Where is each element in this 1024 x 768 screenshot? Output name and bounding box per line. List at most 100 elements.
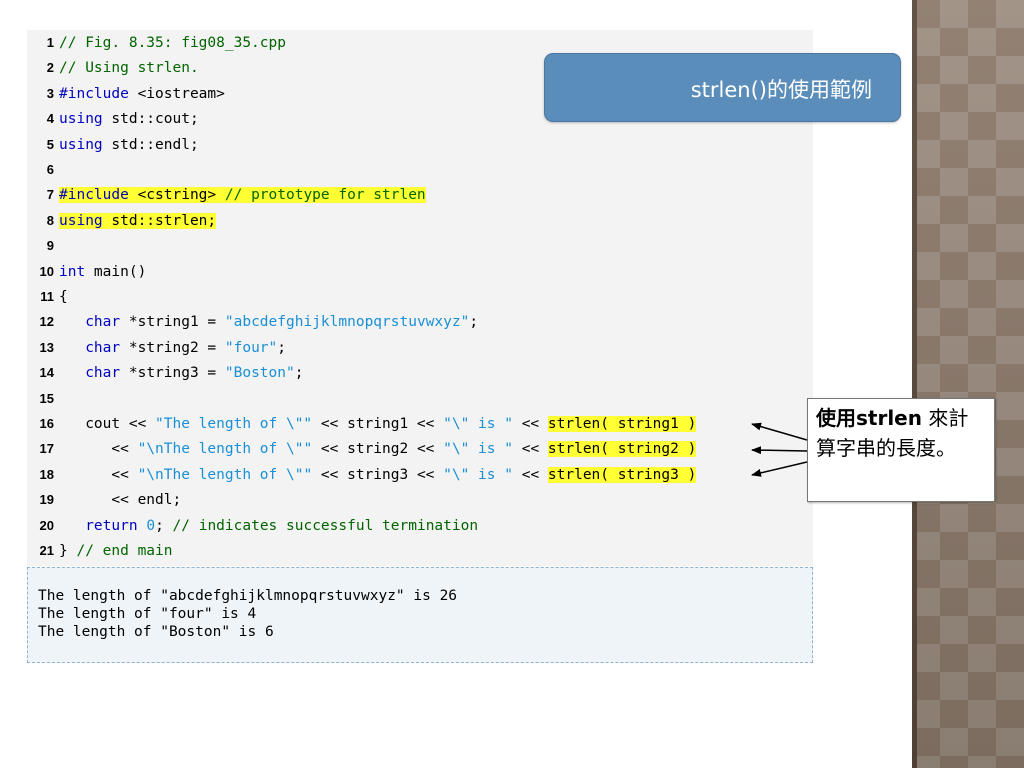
code-line: 19 << endl;: [27, 488, 182, 512]
code-token: using: [59, 136, 103, 153]
code-token: std::endl;: [102, 136, 199, 153]
code-line: 2 // Using strlen.: [27, 56, 199, 80]
line-number: 15: [39, 390, 54, 406]
code-token: using: [59, 212, 103, 229]
line-number: 13: [39, 339, 54, 355]
code-line: 1 // Fig. 8.35: fig08_35.cpp: [27, 31, 286, 55]
code-token: << string1 <<: [312, 416, 444, 432]
code-token: ;: [469, 314, 479, 331]
line-number: 12: [39, 314, 54, 330]
code-token: << string2 <<: [312, 441, 444, 458]
line-number: 1: [46, 35, 54, 50]
line-number: 17: [39, 441, 54, 457]
code-token: char: [85, 314, 121, 331]
code-token: using: [59, 111, 103, 128]
code-token: char: [85, 339, 121, 356]
line-number: 4: [46, 111, 54, 127]
code-token: #include: [59, 187, 129, 204]
arrow-to-line-18: [751, 461, 808, 477]
code-token: #include: [59, 85, 129, 102]
code-line: 15: [27, 387, 59, 411]
code-line: 6: [27, 158, 59, 182]
code-token: <cstring>: [128, 187, 225, 204]
code-token: // prototype for strlen: [224, 187, 426, 204]
code-token: cout <<: [59, 416, 156, 432]
code-line: 10 int main(): [27, 260, 147, 284]
line-number: 20: [39, 517, 54, 533]
line-number: 5: [46, 136, 54, 152]
code-token: std::cout;: [102, 111, 199, 128]
code-token: *string1 =: [120, 314, 225, 331]
output-line: The length of "abcdefghijklmnopqrstuvwxy…: [38, 588, 458, 604]
code-line: 4 using std::cout;: [27, 107, 199, 131]
line-number: 18: [39, 466, 54, 482]
code-token: strlen( string1 ): [547, 416, 697, 432]
code-line: 5 using std::endl;: [27, 133, 199, 157]
line-number: 19: [39, 492, 54, 508]
code-token: <<: [59, 466, 138, 483]
code-token: "\nThe length of \"": [137, 466, 313, 483]
code-token: // Fig. 8.35: fig08_35.cpp: [59, 35, 286, 51]
annotation-note-bold: 使用strlen: [816, 406, 922, 430]
code-token: <iostream>: [128, 85, 225, 102]
line-number: 9: [46, 238, 54, 254]
slide-title: strlen()的使用範例: [690, 78, 872, 102]
line-number: 14: [39, 365, 54, 381]
code-token: main(): [85, 263, 147, 280]
code-line: 14 char *string3 = "Boston";: [27, 361, 304, 385]
arrow-to-line-17: [751, 446, 808, 455]
code-line: 8 using std::strlen;: [27, 209, 217, 233]
line-number: 2: [46, 60, 54, 76]
program-output: The length of "abcdefghijklmnopqrstuvwxy…: [27, 567, 813, 663]
line-number: 3: [46, 85, 54, 101]
code-line: 20 return 0; // indicates successful ter…: [27, 514, 479, 538]
line-number: 7: [46, 187, 54, 203]
code-token: // indicates successful termination: [172, 517, 479, 534]
code-token: "\nThe length of \"": [137, 441, 313, 458]
code-line: 21} // end main: [27, 539, 173, 563]
code-line: 13 char *string2 = "four";: [27, 336, 286, 360]
code-token: *string3 =: [120, 365, 225, 382]
line-number: 8: [46, 212, 54, 228]
code-token: "abcdefghijklmnopqrstuvwxyz": [224, 314, 470, 331]
code-token: strlen( string2 ): [547, 441, 697, 458]
code-line: 18 << "\nThe length of \"" << string3 <<…: [27, 463, 697, 487]
line-number: 11: [40, 289, 54, 304]
code-token: 0: [146, 517, 156, 534]
code-token: ;: [155, 517, 173, 534]
code-token: <<: [512, 466, 548, 483]
code-token: "Boston": [224, 365, 295, 382]
code-token: {: [59, 289, 68, 305]
code-token: std::strlen;: [102, 212, 217, 229]
code-token: // end main: [76, 543, 173, 559]
code-token: <<: [512, 416, 548, 432]
line-number: 10: [39, 263, 54, 279]
code-token: << string3 <<: [312, 466, 444, 483]
code-token: // Using strlen.: [59, 60, 199, 77]
line-number: 6: [46, 162, 54, 177]
code-token: ;: [294, 365, 304, 382]
code-token: return: [85, 517, 138, 534]
code-token: "four": [224, 339, 278, 356]
code-token: ;: [277, 339, 287, 356]
code-token: "The length of \"": [155, 416, 313, 432]
arrow-to-line-16: [751, 422, 808, 441]
code-line: 9: [27, 234, 59, 258]
code-line: 3 #include <iostream>: [27, 82, 225, 106]
code-token: int: [59, 263, 86, 280]
code-line: 12 char *string1 = "abcdefghijklmnopqrst…: [27, 310, 479, 334]
code-token: *string2 =: [120, 339, 225, 356]
code-token: strlen( string3 ): [547, 466, 697, 483]
code-token: }: [59, 543, 77, 559]
output-line: The length of "four" is 4: [38, 606, 257, 622]
code-line: 16 cout << "The length of \"" << string1…: [27, 412, 697, 436]
code-line: 7 #include <cstring> // prototype for str…: [27, 183, 426, 207]
line-number: 21: [39, 543, 54, 558]
code-token: << endl;: [59, 492, 182, 509]
decorative-side-strip: [912, 0, 1024, 768]
annotation-note: 使用strlen 來計算字串的長度。: [807, 398, 995, 502]
output-line: The length of "Boston" is 6: [38, 624, 274, 640]
code-token: <<: [59, 441, 138, 458]
code-token: "\" is ": [443, 441, 513, 458]
